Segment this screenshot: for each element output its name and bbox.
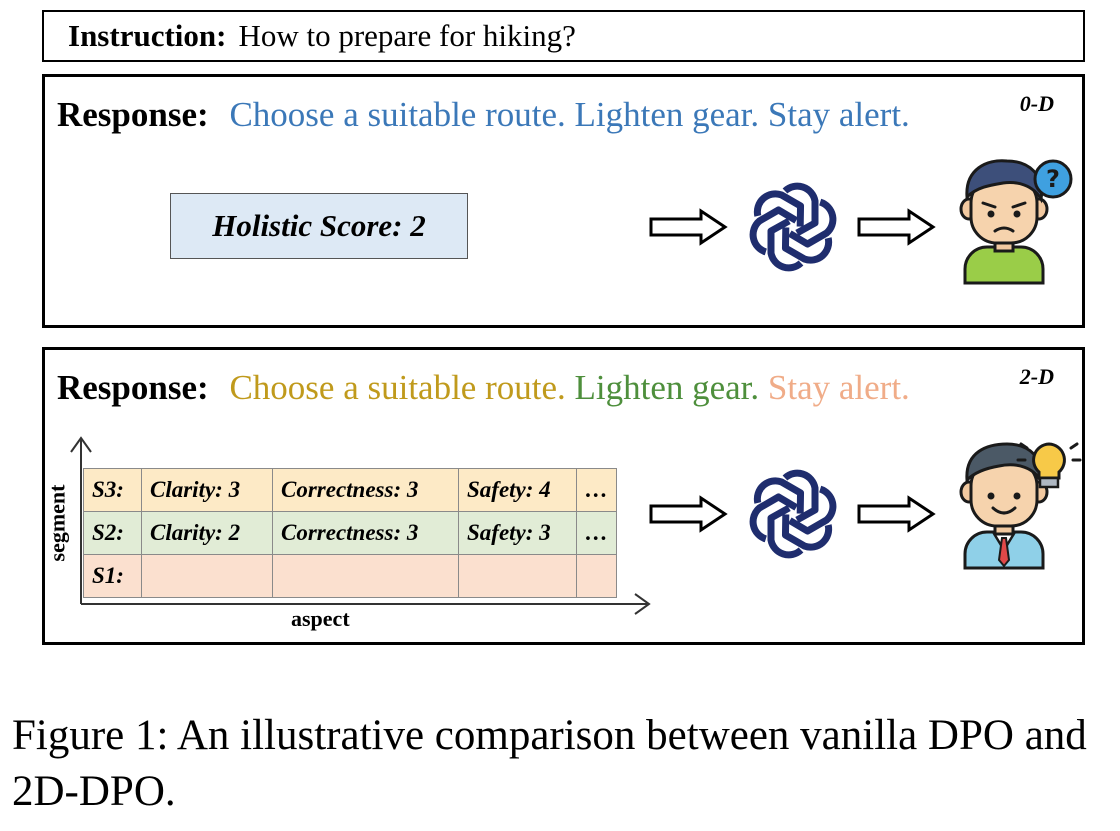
grid-cell: … [576,468,617,512]
axes [70,436,651,615]
holistic-score-box: Holistic Score: 2 [170,193,468,259]
panel-0d: Response: Choose a suitable route. Light… [42,74,1085,328]
row-label: S1: [83,554,142,598]
response-segment-1: Choose a suitable route. [229,95,566,134]
grid-cell: Clarity: 3 [141,468,273,512]
question-badge-text: ? [1046,165,1060,193]
table-row: S3: Clarity: 3 Correctness: 3 Safety: 4 … [83,468,617,512]
grid-cell [458,554,577,598]
figure-caption: Figure 1: An illustrative comparison bet… [12,712,1087,815]
response-segment-2: Lighten gear. [574,95,760,134]
row-label: S2: [83,511,142,555]
response-label: Response: [57,368,209,407]
row-label: S3: [83,468,142,512]
response-label: Response: [57,95,209,134]
arrow-right-icon [857,208,936,246]
instruction-label: Instruction: [68,18,227,53]
instruction-box: Instruction: How to prepare for hiking? [42,10,1085,62]
response-line-2d: Response: Choose a suitable route. Light… [57,368,910,408]
openai-logo-icon [749,182,837,272]
response-segment-2: Lighten gear. [574,368,760,407]
arrow-right-icon [857,495,936,533]
grid-cell [272,554,459,598]
openai-logo-icon [749,469,837,559]
y-axis-label: segment [44,484,70,562]
dimension-tag-0d: 0-D [1019,91,1054,116]
response-segment-3: Stay alert. [767,368,910,407]
grid-cell [576,554,617,598]
x-axis-label: aspect [291,606,350,631]
arrow-right-icon [649,208,728,246]
grid-cell [141,554,273,598]
table-row: S2: Clarity: 2 Correctness: 3 Safety: 3 … [83,511,617,555]
table-row: S1: [83,554,617,598]
instruction-text: How to prepare for hiking? [238,18,576,53]
grid-cell: Safety: 4 [458,468,577,512]
grid-cell: Correctness: 3 [272,468,459,512]
dimension-tag-2d: 2-D [1019,364,1054,389]
response-segment-3: Stay alert. [767,95,910,134]
response-line-0d: Response: Choose a suitable route. Light… [57,95,910,135]
panel-2d: Response: Choose a suitable route. Light… [42,347,1085,645]
grid-cell: Safety: 3 [458,511,577,555]
segment-aspect-grid: S3: Clarity: 3 Correctness: 3 Safety: 4 … [83,468,617,598]
arrow-right-icon [649,495,728,533]
response-segment-1: Choose a suitable route. [229,368,566,407]
grid-cell: Clarity: 2 [141,511,273,555]
happy-person-idea-icon [959,442,1082,570]
grid-cell: … [576,511,617,555]
grid-cell: Correctness: 3 [272,511,459,555]
confused-person-icon: ? [959,159,1073,285]
